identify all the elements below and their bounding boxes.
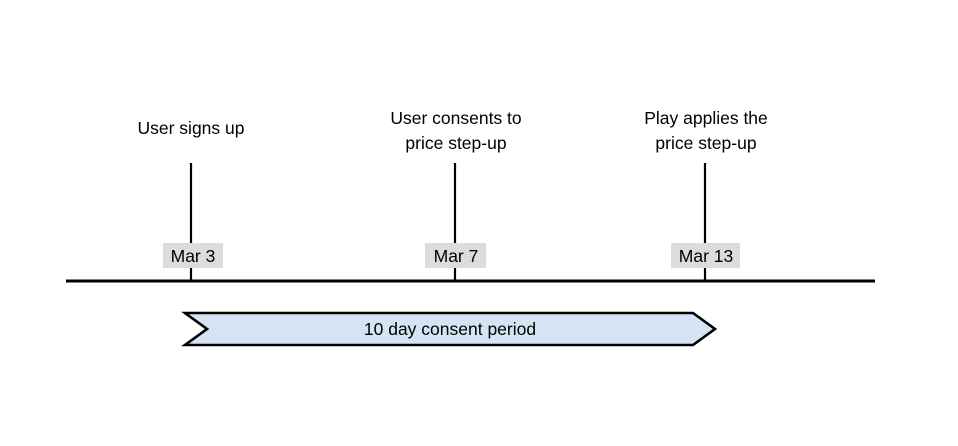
event-label-consent-line2: price step-up	[405, 133, 506, 153]
event-label-apply-line2: price step-up	[655, 133, 756, 153]
date-chip-background-apply	[671, 243, 740, 268]
date-chip-background-signup	[163, 243, 223, 268]
timeline-event-apply[interactable]: Play applies the price step-up Mar 13	[644, 108, 768, 281]
date-label-signup: Mar 3	[171, 246, 216, 266]
chevron-arrow-shape	[181, 311, 718, 347]
event-label-consent-line1: User consents to	[390, 108, 521, 128]
date-label-apply: Mar 13	[679, 246, 733, 266]
event-label-signup-line1: User signs up	[138, 118, 245, 138]
timeline-event-signup[interactable]: User signs up Mar 3	[138, 118, 245, 281]
consent-period-band[interactable]: 10 day consent period	[181, 311, 718, 347]
consent-period-label: 10 day consent period	[364, 319, 536, 339]
event-label-apply-line1: Play applies the	[644, 108, 768, 128]
date-label-consent: Mar 7	[434, 246, 479, 266]
date-chip-background-consent	[425, 243, 486, 268]
timeline-event-consent[interactable]: User consents to price step-up Mar 7	[390, 108, 522, 281]
